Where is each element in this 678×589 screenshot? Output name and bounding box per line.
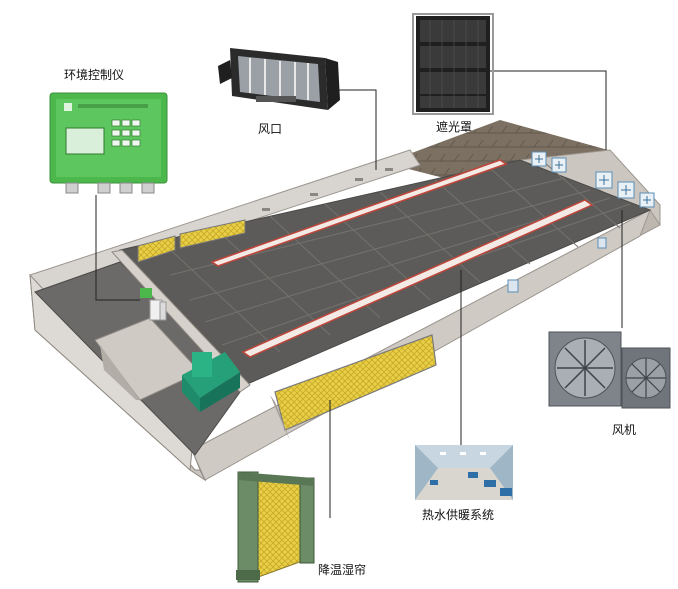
cooling-pad-icon [236,471,315,583]
heating-pipes [210,159,594,358]
environment-controller-icon [49,92,168,194]
cooling-pad-wall [274,334,437,431]
air-inlet-icon [218,48,340,110]
label-fan: 风机 [612,423,637,437]
label-air-inlet: 风口 [258,122,283,136]
light-trap-icon [412,13,494,115]
exhaust-fan-icon [548,331,671,409]
label-heating-system: 热水供暖系统 [422,508,495,522]
boiler [182,352,240,412]
label-cooling-pad: 降温湿帘 [318,563,367,577]
gable-fans [531,151,655,208]
label-environment-controller: 环境控制仪 [64,68,125,82]
poultry-house [29,120,661,482]
leader-lines [95,70,623,518]
controller-mount [140,288,167,321]
label-light-trap: 遮光罩 [436,120,473,134]
heating-system-icon [415,445,513,500]
